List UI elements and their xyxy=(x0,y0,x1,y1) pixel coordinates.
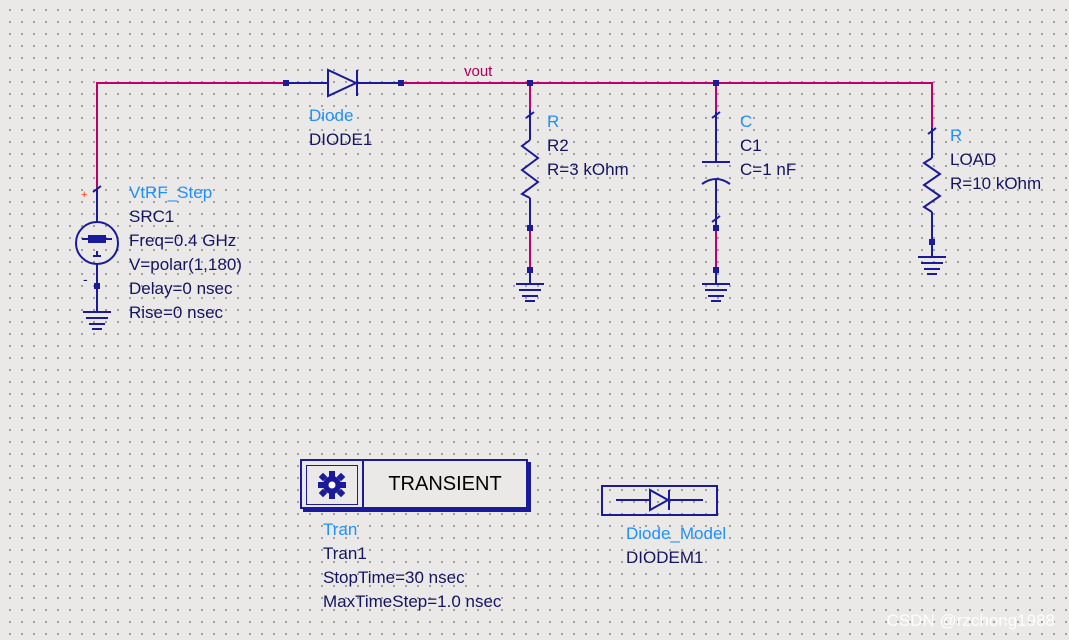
transient-title: TRANSIENT xyxy=(362,461,526,507)
r2-type: R xyxy=(547,112,560,131)
load-type: R xyxy=(950,126,963,145)
transient-type: Tran xyxy=(323,520,358,539)
transient-instance-name: Tran1 xyxy=(323,544,367,563)
net-label-vout: vout xyxy=(464,63,493,80)
source-param-voltage: V=polar(1,180) xyxy=(129,255,242,274)
source-type: VtRF_Step xyxy=(129,183,213,202)
diode-label: Diode DIODE1 xyxy=(309,104,372,152)
transient-controller[interactable]: TRANSIENT xyxy=(300,459,528,509)
diode-instance-name: DIODE1 xyxy=(309,130,373,149)
gear-icon xyxy=(306,465,358,505)
junction-dot xyxy=(713,80,719,86)
transient-param-maxtimestep: MaxTimeStep=1.0 nsec xyxy=(323,592,502,611)
c1-label: C C1 C=1 nF xyxy=(740,110,796,182)
source-param-rise: Rise=0 nsec xyxy=(129,303,224,322)
junctions xyxy=(527,80,719,86)
diode-symbol[interactable] xyxy=(283,68,404,98)
source-instance-name: SRC1 xyxy=(129,207,175,226)
ground-icon xyxy=(516,267,544,302)
diode-model-type: Diode_Model xyxy=(626,524,727,543)
transient-label: Tran Tran1 StopTime=30 nsec MaxTimeStep=… xyxy=(323,518,501,614)
source-param-freq: Freq=0.4 GHz xyxy=(129,231,237,250)
load-value: R=10 kOhm xyxy=(950,174,1042,193)
diode-model-symbol[interactable] xyxy=(601,485,718,516)
ground-icon xyxy=(702,267,730,302)
watermark: CSDN @rzchong1988 xyxy=(886,611,1055,630)
junction-dot xyxy=(527,80,533,86)
source-label: VtRF_Step SRC1 Freq=0.4 GHz V=polar(1,18… xyxy=(129,181,242,325)
source-src1-symbol[interactable] xyxy=(75,185,119,310)
wires xyxy=(96,82,933,270)
capacitor-c1-symbol[interactable] xyxy=(701,111,731,231)
c1-value: C=1 nF xyxy=(740,160,797,179)
ground-icon xyxy=(83,300,111,330)
c1-instance-name: C1 xyxy=(740,136,762,155)
source-minus-sign: - xyxy=(83,271,88,287)
transient-param-stoptime: StopTime=30 nsec xyxy=(323,568,465,587)
ground-symbols xyxy=(83,244,946,330)
r2-label: R R2 R=3 kOhm xyxy=(547,110,629,182)
diode-model-label: Diode_Model DIODEM1 xyxy=(626,522,726,570)
wire-source-to-diode xyxy=(96,82,286,188)
diode-model-instance-name: DIODEM1 xyxy=(626,548,704,567)
diode-type: Diode xyxy=(309,106,354,125)
load-label: R LOAD R=10 kOhm xyxy=(950,124,1041,196)
load-instance-name: LOAD xyxy=(950,150,997,169)
wire-vout-net xyxy=(401,82,933,128)
resistor-r2-symbol[interactable] xyxy=(520,110,540,231)
ground-icon xyxy=(918,244,946,275)
source-plus-sign: + xyxy=(81,189,88,201)
c1-type: C xyxy=(740,112,753,131)
resistor-load-symbol[interactable] xyxy=(922,127,942,258)
source-param-delay: Delay=0 nsec xyxy=(129,279,233,298)
r2-value: R=3 kOhm xyxy=(547,160,629,179)
r2-instance-name: R2 xyxy=(547,136,569,155)
